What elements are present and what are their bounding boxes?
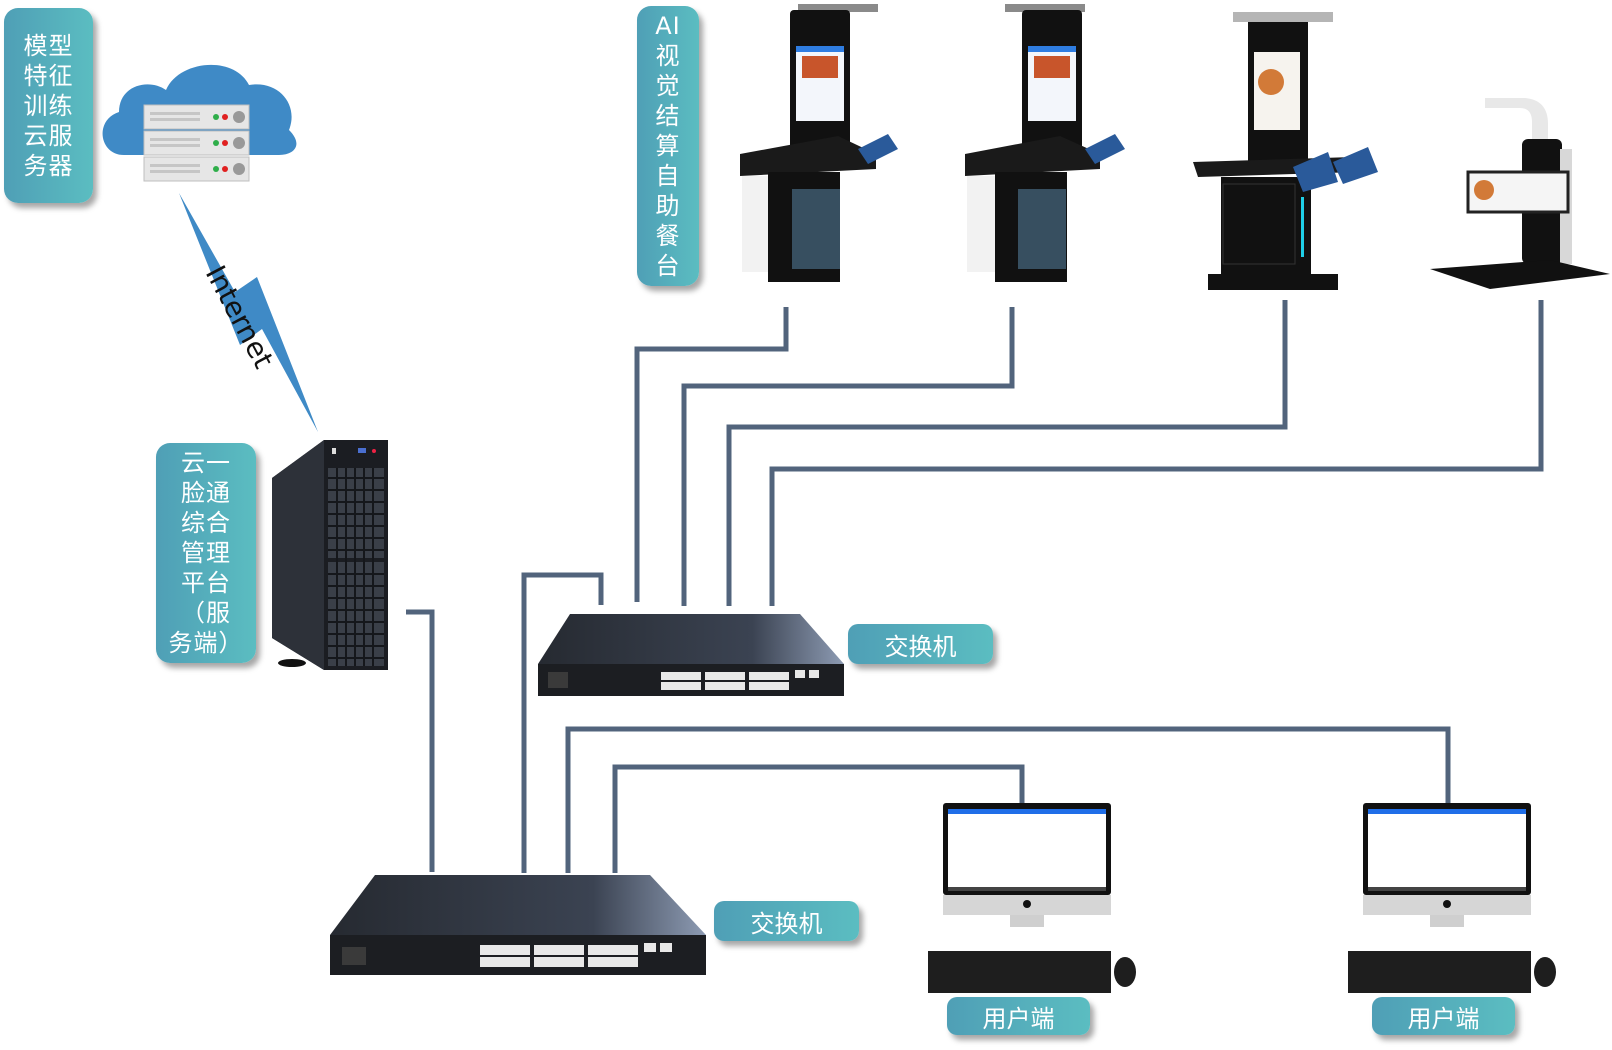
- lightning-bolt-icon: [179, 193, 318, 432]
- network-switch-icon: [330, 875, 706, 975]
- switch-upper: [538, 612, 848, 698]
- label-line: 台: [655, 252, 681, 280]
- cloud-server-label: 模型 特征 训练 云服 务器: [4, 8, 93, 203]
- self-checkout-kiosk-icon: [740, 4, 898, 282]
- cloud-icon: [102, 64, 297, 182]
- label-line: 训练: [23, 91, 74, 120]
- wire-client-1: [612, 764, 1025, 873]
- label-line: 觉: [655, 72, 681, 100]
- server-rack-icon: [143, 104, 250, 182]
- label-line: 脸通: [181, 479, 231, 507]
- kiosk-group-label: AI 视 觉 结 算 自 助 餐 台: [637, 6, 699, 286]
- label-line: （服: [181, 599, 231, 627]
- label-line: 综合: [181, 509, 231, 537]
- label-line: 云一: [181, 449, 231, 477]
- label-line: 助: [655, 192, 681, 220]
- kiosk-4: [1430, 94, 1610, 304]
- switch-lower: [330, 873, 710, 978]
- label-line: 平台: [181, 569, 231, 597]
- label-line: 特征: [23, 61, 74, 90]
- wire-kiosk-1: [634, 307, 789, 602]
- client-pc-1: [928, 803, 1138, 995]
- switch-upper-label: 交换机: [848, 624, 993, 664]
- self-checkout-kiosk-icon: [965, 4, 1125, 282]
- label-line: 务端）: [168, 629, 244, 657]
- platform-server-label: 云一 脸通 综合 管理 平台 （服 务端）: [156, 443, 256, 663]
- platform-tower-server: [262, 438, 392, 678]
- label-line: 自: [655, 162, 681, 190]
- label-line: 模型: [23, 31, 74, 60]
- label-line: 务器: [23, 151, 74, 180]
- wire-client-2: [565, 726, 1451, 873]
- desktop-pc-icon: [1348, 803, 1556, 995]
- self-checkout-kiosk-dual-screen-icon: [1193, 12, 1378, 290]
- kiosk-2: [960, 4, 1130, 299]
- cloud-server: [94, 50, 304, 190]
- kiosk-1: [728, 4, 898, 299]
- wire-kiosk-3: [726, 300, 1288, 606]
- label-line: 餐: [655, 222, 681, 250]
- kiosk-3: [1193, 12, 1393, 302]
- label-line: 管理: [181, 539, 231, 567]
- label-line: 结: [655, 102, 681, 130]
- label-line: 视: [655, 42, 681, 70]
- client-1-label: 用户端: [947, 997, 1090, 1035]
- label-line: AI: [655, 12, 681, 40]
- wire-switch-switch: [521, 572, 604, 873]
- client-pc-2: [1348, 803, 1558, 995]
- wire-kiosk-4: [769, 300, 1544, 606]
- tower-server-icon: [272, 440, 388, 670]
- self-checkout-counter-icon: [1430, 98, 1610, 289]
- switch-lower-label: 交换机: [714, 901, 859, 941]
- wire-server-switch: [406, 609, 435, 872]
- label-line: 云服: [23, 121, 74, 150]
- network-switch-icon: [538, 614, 844, 696]
- wire-kiosk-2: [681, 307, 1015, 606]
- client-2-label: 用户端: [1372, 997, 1515, 1035]
- desktop-pc-icon: [928, 803, 1136, 995]
- label-line: 算: [655, 132, 681, 160]
